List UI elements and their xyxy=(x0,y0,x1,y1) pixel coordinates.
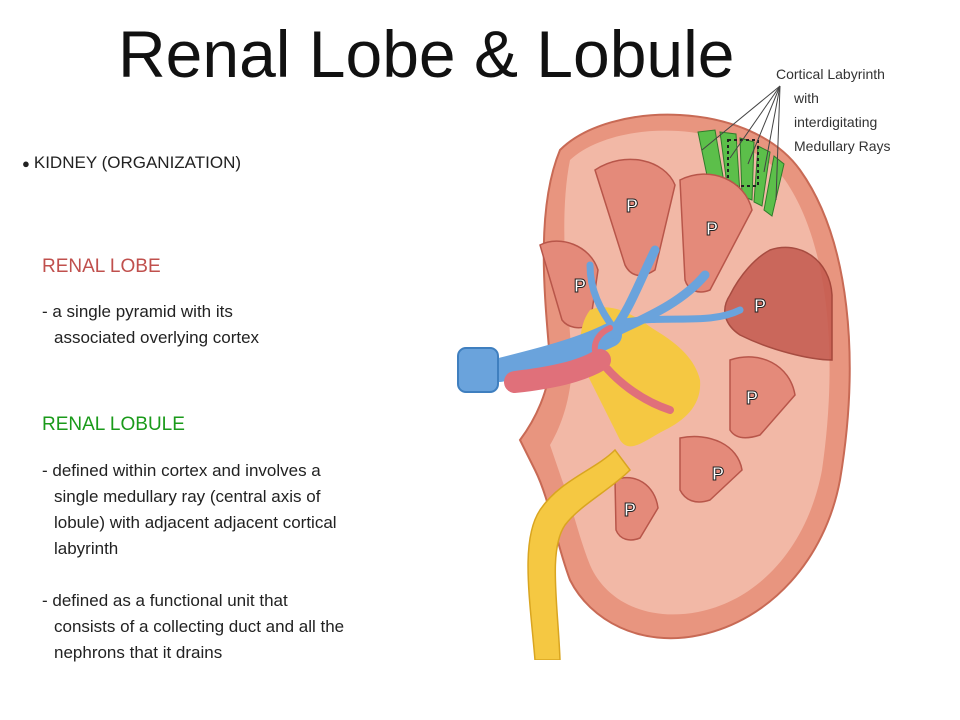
slide-title: Renal Lobe & Lobule xyxy=(118,17,735,91)
callout-line-4: Medullary Rays xyxy=(794,138,891,154)
pyramid-6 xyxy=(679,435,743,503)
kidney-section-illustration: P P P P P P P xyxy=(457,85,851,660)
pyramid-label-7: P xyxy=(624,500,636,520)
renal-artery xyxy=(504,325,674,414)
ureter xyxy=(527,448,631,660)
cortical-labyrinth-callout: Cortical Labyrinth with interdigitating … xyxy=(776,62,890,158)
renal-lobule-definition-2: - defined as a functional unit that cons… xyxy=(42,588,442,666)
highlighted-renal-lobe xyxy=(724,246,833,361)
lobule-def2-line-3: nephrons that it drains xyxy=(54,643,223,662)
pyramid-label-2: P xyxy=(706,219,718,239)
renal-lobe-definition: - a single pyramid with its associated o… xyxy=(42,299,442,351)
callout-line-1: Cortical Labyrinth xyxy=(776,66,885,82)
pyramid-5 xyxy=(729,356,796,439)
renal-lobe-line-2: associated overlying cortex xyxy=(54,328,260,347)
renal-lobe-line-1: - a single pyramid with its xyxy=(42,302,233,321)
pyramid-7 xyxy=(614,476,659,541)
renal-lobule-definition-1: - defined within cortex and involves a s… xyxy=(42,458,442,562)
bullet-kidney-organization: ●KIDNEY (ORGANIZATION) xyxy=(22,153,241,173)
pyramid-label-4: P xyxy=(754,296,766,316)
lobule-def1-line-1: - defined within cortex and involves a xyxy=(42,461,321,480)
lobule-def2-line-2: consists of a collecting duct and all th… xyxy=(54,617,345,636)
lobule-def1-line-4: labyrinth xyxy=(54,539,119,558)
pyramid-label-6: P xyxy=(712,464,724,484)
callout-leader-lines xyxy=(701,85,781,201)
lobule-def2-line-1: - defined as a functional unit that xyxy=(42,591,288,610)
pyramid-labels: P P P P P P P xyxy=(574,196,767,521)
lobule-def1-line-2: single medullary ray (central axis of xyxy=(54,487,321,506)
callout-line-3: interdigitating xyxy=(794,114,878,130)
callout-line-2: with xyxy=(794,90,819,106)
pyramid-label-1: P xyxy=(626,196,638,216)
bullet-text: KIDNEY (ORGANIZATION) xyxy=(33,153,242,172)
renal-vein-stump xyxy=(457,347,499,393)
pyramid-label-3: P xyxy=(574,276,586,296)
renal-lobe-heading: RENAL LOBE xyxy=(42,256,161,277)
lobule-def1-line-3: lobule) with adjacent adjacent cortical xyxy=(54,513,337,532)
pyramid-label-5: P xyxy=(746,388,758,408)
bullet-icon: ● xyxy=(22,156,30,171)
renal-lobule-heading: RENAL LOBULE xyxy=(42,414,185,435)
